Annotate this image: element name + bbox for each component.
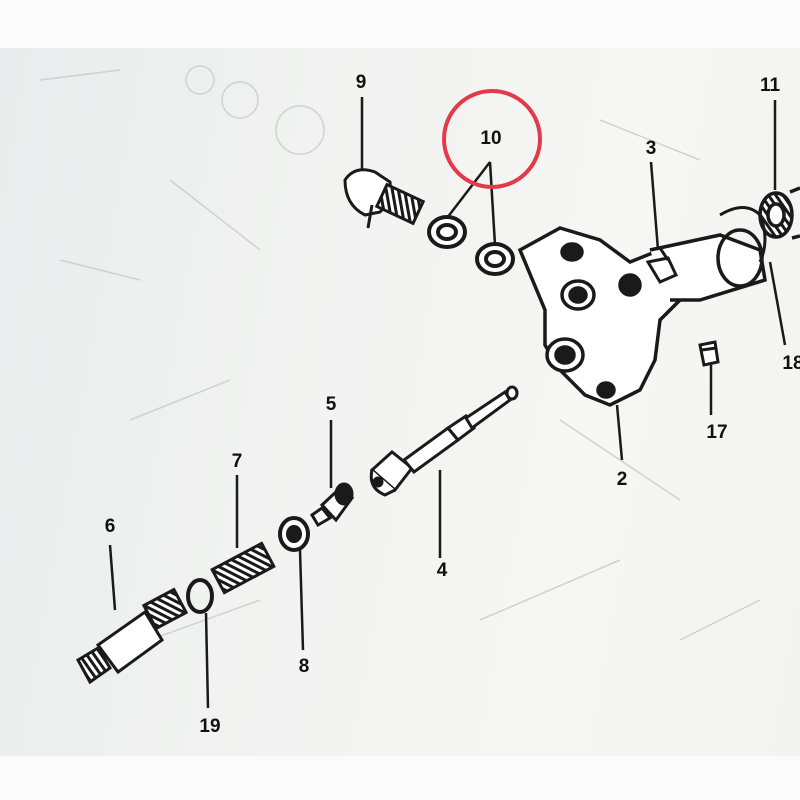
label-part-9: 9 bbox=[355, 72, 367, 93]
leader-lines bbox=[108, 97, 787, 709]
part-8-washer bbox=[278, 516, 310, 552]
faint-background-lines bbox=[39, 65, 761, 641]
label-part-7: 7 bbox=[231, 451, 243, 472]
part-19-oring bbox=[186, 578, 214, 614]
label-part-6: 6 bbox=[104, 516, 116, 537]
part-17-plug bbox=[698, 340, 720, 367]
part-11-bearing bbox=[758, 186, 800, 240]
part-6-adjusting-screw bbox=[75, 587, 189, 685]
label-part-4: 4 bbox=[436, 560, 448, 581]
label-part-19: 19 bbox=[199, 716, 221, 737]
label-part-5: 5 bbox=[325, 394, 337, 415]
label-part-8: 8 bbox=[298, 656, 310, 677]
part-3-pin bbox=[645, 247, 679, 284]
label-part-17: 17 bbox=[706, 422, 728, 443]
photo-border-top bbox=[0, 0, 800, 48]
photo-border-bottom bbox=[0, 756, 800, 800]
part-10-washers bbox=[427, 215, 515, 276]
label-part-10: 10 bbox=[480, 128, 502, 149]
label-part-3: 3 bbox=[645, 138, 657, 159]
part-4-shaft bbox=[369, 385, 519, 497]
part-7-spring bbox=[210, 541, 276, 595]
part-5-valve bbox=[309, 482, 355, 528]
part-18-ring bbox=[719, 206, 767, 263]
part-2-pump-body bbox=[517, 226, 767, 407]
label-part-2: 2 bbox=[616, 469, 628, 490]
label-part-18: 18 bbox=[782, 353, 800, 374]
label-part-11: 11 bbox=[759, 75, 781, 96]
highlight-circle bbox=[442, 89, 542, 189]
part-9-banjo-bolt bbox=[343, 168, 426, 229]
